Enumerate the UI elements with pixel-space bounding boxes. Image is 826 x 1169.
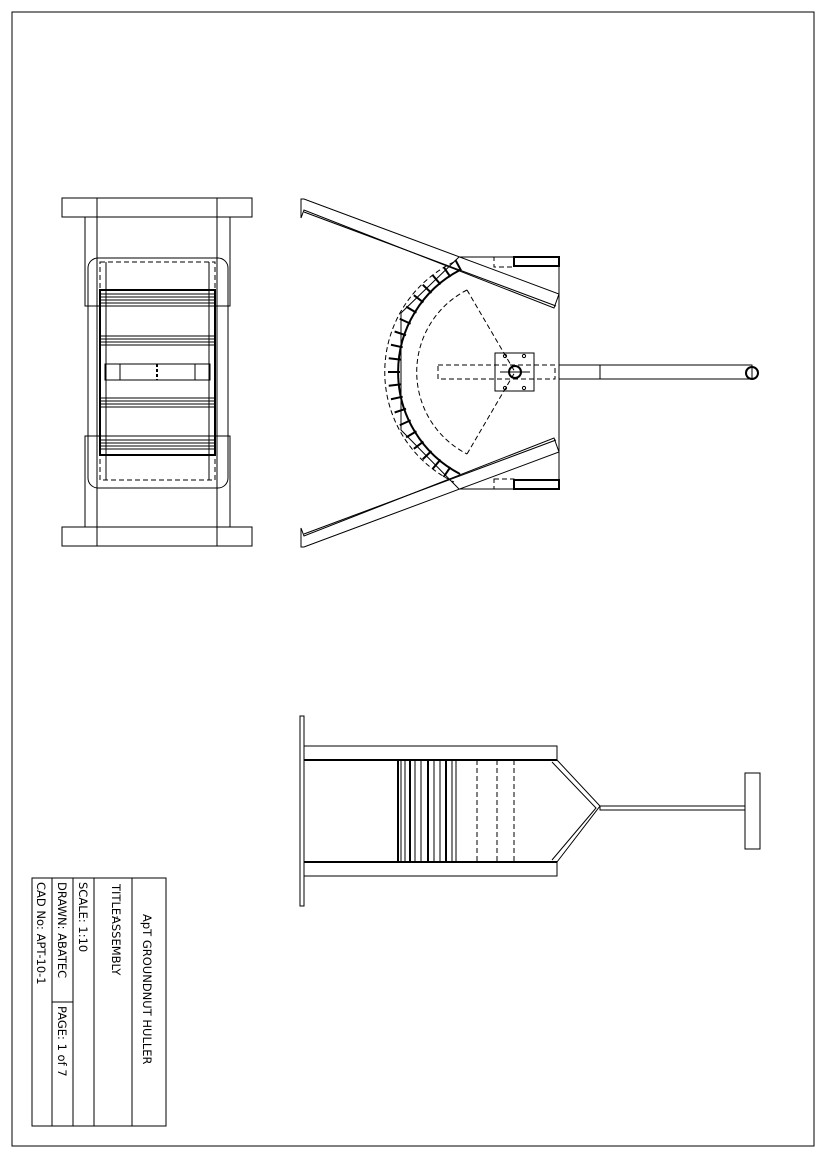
drawing-line [454, 259, 462, 271]
end-view [61, 197, 253, 547]
title-value: ASSEMBLY [109, 916, 123, 976]
cad-number: CAD No: APT-10-1 [34, 882, 48, 985]
drawing-line [442, 266, 452, 278]
drawn-label: DRAWN: ABATEC [55, 882, 69, 978]
drawing-line [390, 395, 403, 401]
drawing-line [399, 419, 412, 427]
drawing-line [394, 330, 407, 337]
side-view [299, 715, 761, 907]
drawing-line [413, 440, 425, 450]
drawing-line [431, 274, 442, 286]
project-name: ApT GROUNDNUT HULLER [140, 914, 154, 1065]
sheet-border [11, 11, 815, 1147]
drawing-line [442, 466, 452, 478]
drawing-line [388, 357, 401, 361]
drawing-line [422, 284, 433, 294]
drawing-line [388, 383, 401, 387]
drawing-line [405, 430, 417, 439]
drawing-line [405, 305, 417, 314]
plan-view [300, 198, 759, 548]
drawing-line [399, 317, 412, 325]
drawing-line [413, 294, 425, 304]
title-block: ApT GROUNDNUT HULLER TITLE: ASSEMBLY SCA… [31, 877, 167, 1127]
scale-label: SCALE: 1:10 [76, 882, 90, 952]
drawing-line [394, 407, 407, 414]
page-label: PAGE: 1 of 7 [55, 1006, 69, 1077]
drawing-line [431, 458, 442, 470]
drawing-line [422, 450, 433, 460]
title-label: TITLE: [109, 883, 123, 919]
drawing-line [390, 343, 403, 349]
